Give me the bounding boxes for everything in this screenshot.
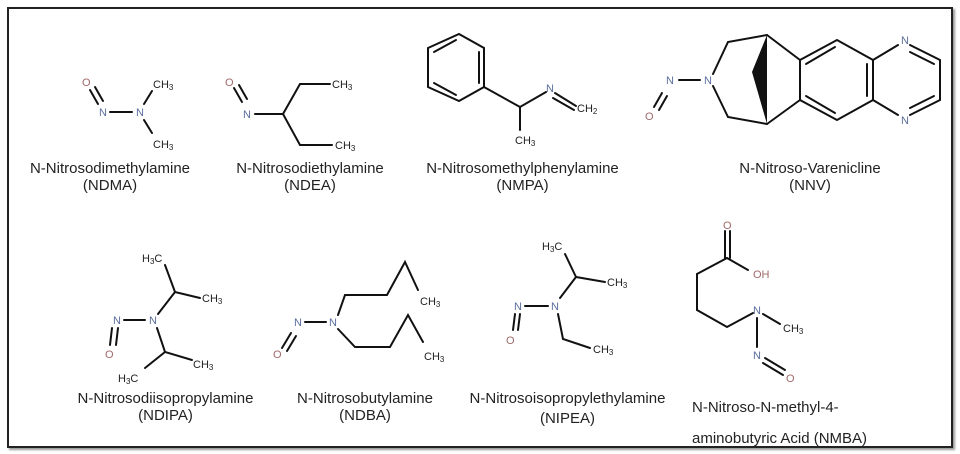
structure-nmpa: N CH2 CH3 <box>427 32 598 148</box>
compound-label-ndma: N-Nitrosodimethylamine(NDMA) <box>20 160 200 194</box>
compound-abbr: (NDEA) <box>284 177 336 194</box>
compound-name: N-Nitroso-N-methyl-4- <box>692 399 839 416</box>
svg-text:CH3: CH3 <box>420 296 441 309</box>
svg-text:N: N <box>753 350 761 362</box>
compound-label-ndba: N-Nitrosobutylamine(NDBA) <box>285 390 445 424</box>
svg-text:N: N <box>149 315 157 327</box>
structure-ndba: N N O CH3 CH3 <box>273 259 445 364</box>
svg-text:CH3: CH3 <box>515 135 536 148</box>
compound-label-nipea: N-Nitrosoisopropylethylamine (NIPEA) <box>455 390 680 427</box>
svg-text:CH3: CH3 <box>335 140 356 153</box>
svg-text:OH: OH <box>753 269 770 281</box>
svg-text:N: N <box>753 305 761 317</box>
compound-name: N-Nitrosodiethylamine <box>236 160 384 177</box>
svg-text:N: N <box>329 317 337 329</box>
svg-text:N: N <box>113 315 121 327</box>
svg-text:CH3: CH3 <box>424 351 445 364</box>
svg-text:O: O <box>225 77 234 89</box>
compound-name: N-Nitrosodimethylamine <box>29 160 191 177</box>
svg-text:H3C: H3C <box>542 241 562 254</box>
structure-ndea: O N CH3 CH3 <box>225 77 356 153</box>
svg-text:CH3: CH3 <box>202 293 223 306</box>
svg-text:N: N <box>666 75 674 87</box>
compound-name: N-Nitroso-Varenicline <box>739 160 881 177</box>
svg-text:N: N <box>551 301 559 313</box>
svg-text:CH3: CH3 <box>332 79 353 92</box>
compound-label-nmba: N-Nitroso-N-methyl-4- aminobutyric Acid (… <box>692 392 867 454</box>
structure-nnv: O N N N N <box>645 34 941 127</box>
svg-text:CH3: CH3 <box>593 344 614 357</box>
svg-text:CH3: CH3 <box>153 139 174 152</box>
svg-text:N: N <box>901 115 909 127</box>
compound-name: N-Nitrosoisopropylethylamine <box>469 390 666 407</box>
svg-text:CH2: CH2 <box>577 103 598 116</box>
structure-nipea: N N O H3C CH3 CH3 <box>506 241 628 357</box>
compound-abbr: (NMPA) <box>496 177 549 194</box>
svg-text:N: N <box>704 75 712 87</box>
compound-name: N-Nitrosodiisopropylamine <box>77 390 254 407</box>
compound-abbr: aminobutyric Acid (NMBA) <box>692 430 868 447</box>
svg-text:O: O <box>82 77 91 89</box>
compound-label-nmpa: N-Nitrosomethylphenylamine(NMPA) <box>410 160 635 194</box>
svg-text:N: N <box>546 83 554 95</box>
svg-text:CH3: CH3 <box>193 359 214 372</box>
compound-abbr: (NIPEA) <box>539 410 595 427</box>
compound-label-ndea: N-Nitrosodiethylamine(NDEA) <box>225 160 395 194</box>
structure-ndma: O N N CH3 CH3 <box>82 77 174 152</box>
svg-text:O: O <box>786 373 795 385</box>
svg-text:CH3: CH3 <box>153 79 174 92</box>
compound-abbr: (NDMA) <box>82 177 138 194</box>
svg-text:N: N <box>243 109 251 121</box>
compound-abbr: (NDBA) <box>339 407 391 424</box>
compound-name: N-Nitrosobutylamine <box>297 390 433 407</box>
svg-text:O: O <box>105 349 114 361</box>
compound-abbr: (NNV) <box>789 177 831 194</box>
svg-text:N: N <box>901 35 909 47</box>
compound-abbr: (NDIPA) <box>138 407 193 424</box>
svg-text:O: O <box>645 111 654 123</box>
svg-text:N: N <box>294 317 302 329</box>
svg-text:CH3: CH3 <box>607 277 628 290</box>
svg-text:N: N <box>136 107 144 119</box>
svg-text:O: O <box>506 335 515 347</box>
svg-text:H3C: H3C <box>142 253 162 266</box>
compound-label-ndipa: N-Nitrosodiisopropylamine(NDIPA) <box>63 390 268 424</box>
compound-label-nnv: N-Nitroso-Varenicline(NNV) <box>715 160 905 194</box>
structure-ndipa: N N O H3C CH3 CH3 H3C <box>105 253 223 386</box>
figure-frame <box>7 7 953 448</box>
svg-text:N: N <box>99 107 107 119</box>
svg-text:H3C: H3C <box>118 373 138 386</box>
svg-text:O: O <box>723 220 732 232</box>
svg-text:O: O <box>273 349 282 361</box>
structure-nmba: O OH N N O CH3 <box>696 220 804 385</box>
svg-text:CH3: CH3 <box>783 323 804 336</box>
svg-text:N: N <box>514 301 522 313</box>
compound-name: N-Nitrosomethylphenylamine <box>426 160 619 177</box>
